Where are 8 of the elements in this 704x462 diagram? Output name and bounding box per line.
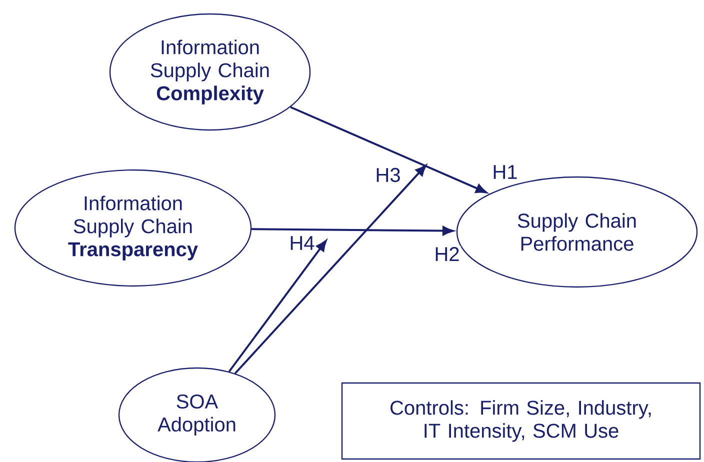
controls-box: Controls: Firm Size, Industry, IT Intensity, SCM Use xyxy=(341,382,701,460)
arrow xyxy=(234,164,426,374)
edge-label: H3 xyxy=(374,166,402,184)
arrow xyxy=(290,106,487,194)
arrow xyxy=(252,226,454,236)
edge-label: H4 xyxy=(288,235,316,251)
edge-label: H2 xyxy=(433,246,461,262)
arrow xyxy=(228,240,327,372)
